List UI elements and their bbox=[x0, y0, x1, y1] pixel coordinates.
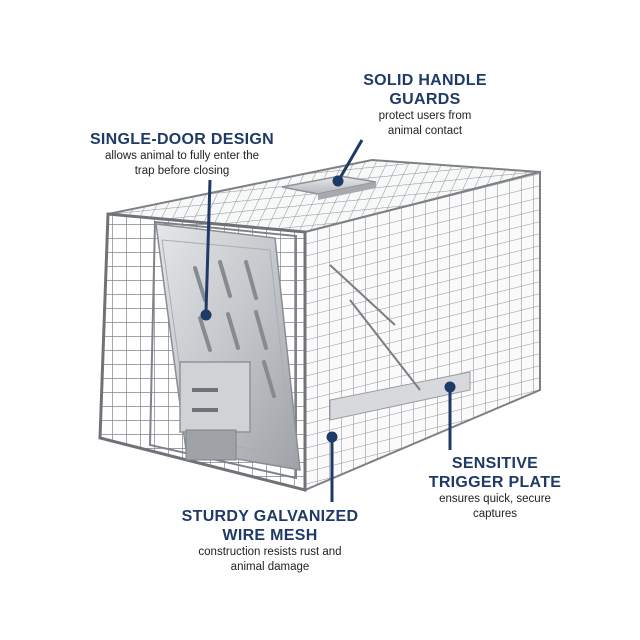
callout-title: SENSITIVE TRIGGER PLATE bbox=[428, 455, 562, 491]
callout-wire-mesh: STURDY GALVANIZED WIRE MESH construction… bbox=[170, 507, 370, 575]
callout-single-door: SINGLE-DOOR DESIGN allows animal to full… bbox=[70, 130, 294, 179]
callout-description: ensures quick, secure captures bbox=[439, 493, 551, 520]
callout-title: SOLID HANDLE GUARDS bbox=[363, 72, 487, 108]
trigger-plate bbox=[329, 264, 471, 421]
callout-description: protect users from animal contact bbox=[378, 110, 472, 137]
callout-trigger-plate: SENSITIVE TRIGGER PLATE ensures quick, s… bbox=[405, 454, 585, 522]
callout-title: SINGLE-DOOR DESIGN bbox=[89, 131, 275, 148]
callout-title: STURDY GALVANIZED WIRE MESH bbox=[181, 508, 359, 544]
handle-guard bbox=[281, 175, 377, 200]
callout-description: allows animal to fully enter the trap be… bbox=[104, 150, 260, 177]
callout-description: construction resists rust and animal dam… bbox=[198, 546, 342, 573]
callout-handle-guards: SOLID HANDLE GUARDS protect users from a… bbox=[330, 71, 520, 139]
door-plate bbox=[155, 223, 301, 471]
pointer-lines bbox=[200, 139, 456, 502]
